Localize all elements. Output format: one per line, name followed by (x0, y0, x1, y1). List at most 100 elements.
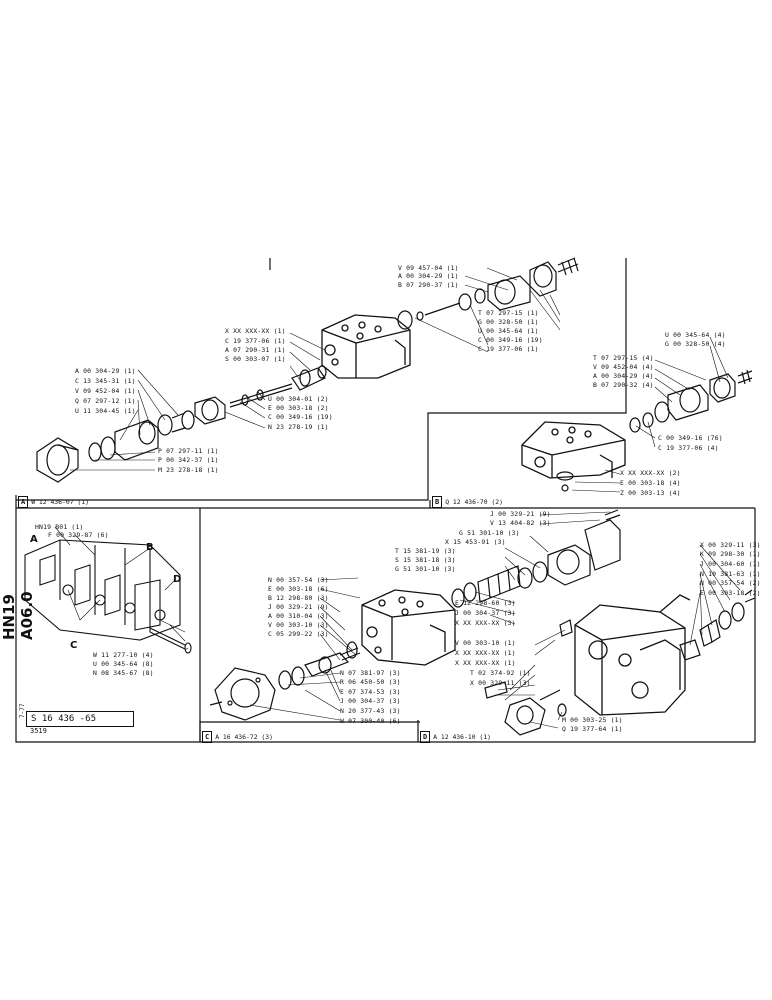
part-label: B 12 298-80 (3) (268, 594, 329, 602)
overview-label: HN19 B01 (1) (35, 523, 84, 531)
overview-letter-d: D (173, 574, 182, 585)
part-label: A 00 304-29 (1) (398, 272, 459, 280)
spool-assembly-C (209, 641, 361, 721)
overview-letter-c: C (70, 640, 78, 651)
part-label: B 07 290-32 (4) (593, 381, 654, 389)
frame-line (15, 508, 756, 743)
panel-c-code: A 16 436-72 (3) (215, 733, 273, 741)
valve-block-A (321, 314, 411, 379)
reference-sub: 3519 (30, 727, 47, 735)
frame-line (15, 495, 755, 509)
valve-block-C (361, 589, 456, 666)
part-label: M 00 303-25 (1) (562, 716, 623, 724)
panel-a-code: W 12 436-07 (1) (31, 498, 89, 506)
part-label: X XX XXX-XX (1) (455, 659, 516, 667)
part-label: R 06 450-50 (3) (340, 678, 401, 686)
overview-label: N 08 345-67 (8) (93, 669, 154, 677)
part-label: X 00 329-11 (3) (470, 679, 531, 687)
part-label: V 09 457-04 (1) (398, 264, 459, 272)
leader-lines (54, 267, 741, 729)
part-label: X 15 453-91 (3) (445, 538, 506, 546)
part-label: E 00 303-18 (2) (700, 589, 761, 597)
part-label: V 00 303-10 (3) (268, 621, 329, 629)
part-label: A 00 304-29 (4) (593, 372, 654, 380)
part-label: Q 07 297-12 (1) (75, 397, 136, 405)
frame-line (199, 721, 420, 742)
side-code: 7-77 (19, 703, 26, 718)
overview-label: U 00 345-64 (8) (93, 660, 154, 668)
valve-block-B (521, 421, 626, 479)
panel-a-letter: A (18, 496, 29, 508)
part-label: J 00 329-21 (9) (268, 603, 329, 611)
part-label: P 00 342-37 (1) (158, 456, 219, 464)
relief-valve-B (556, 369, 753, 492)
part-label: V 13 404-82 (3) (490, 519, 551, 527)
valve-block-D (574, 594, 691, 716)
part-label: E 12 298-60 (3) (455, 599, 516, 607)
part-label: C 13 345-31 (1) (75, 377, 136, 385)
part-label: X 00 329-11 (3) (700, 541, 761, 549)
relief-valve-C (451, 509, 621, 608)
relief-valve-D (484, 589, 756, 736)
part-label: B 07 290-37 (1) (398, 281, 459, 289)
part-label: N 07 381-97 (3) (340, 669, 401, 677)
panel-c-letter: C (202, 731, 213, 743)
part-label: C 19 377-06 (1) (225, 337, 286, 345)
part-label: T 07 297-15 (1) (478, 309, 539, 317)
part-label: S 15 381-18 (3) (395, 556, 456, 564)
part-label: X XX XXX-XX (3) (455, 619, 516, 627)
spool-assembly-A (36, 365, 327, 483)
overview-letter-a: A (30, 534, 38, 545)
part-label: W 07 300-40 (6) (340, 717, 401, 725)
panel-d-letter: D (420, 731, 431, 743)
part-label: C 19 377-06 (4) (658, 444, 719, 452)
part-label: E 00 303-18 (4) (620, 479, 681, 487)
part-label: M 23 278-18 (1) (158, 466, 219, 474)
sheet-title: HN19 A06.0 (0, 591, 36, 640)
frame-line (16, 258, 627, 501)
part-label: Q 19 377-64 (1) (562, 725, 623, 733)
part-label: C 00 349-16 (19) (268, 413, 333, 421)
part-label: E 00 303-18 (2) (268, 404, 329, 412)
part-label: N 23 278-19 (1) (268, 423, 329, 431)
part-label: T 15 381-19 (3) (395, 547, 456, 555)
part-label: T 07 297-15 (4) (593, 354, 654, 362)
part-label: A 07 290-31 (1) (225, 346, 286, 354)
part-label: U 11 304-45 (1) (75, 407, 136, 415)
panel-b-code: Q 12 436-70 (2) (445, 498, 503, 506)
part-label: E 00 303-18 (6) (268, 585, 329, 593)
panel-d-code: A 12 436-10 (1) (433, 733, 491, 741)
part-label: V 09 452-04 (4) (593, 363, 654, 371)
part-label: X XX XXX-XX (2) (620, 469, 681, 477)
part-label: V 00 303-10 (1) (455, 639, 516, 647)
part-label: G 51 301-10 (3) (459, 529, 520, 537)
overview-label: W 11 277-10 (4) (93, 651, 154, 659)
part-label: G 00 328-50 (4) (665, 340, 726, 348)
part-label: S 00 303-07 (1) (225, 355, 286, 363)
overview-label: F 00 329-87 (6) (48, 531, 109, 539)
part-label: N 00 357-54 (2) (700, 579, 761, 587)
part-label: A 00 310-04 (3) (268, 612, 329, 620)
part-label: X XX XXX-XX (1) (225, 327, 286, 335)
part-label: G 51 301-10 (3) (395, 565, 456, 573)
overview-letter-b: B (146, 542, 154, 553)
part-label: U 00 345-64 (1) (478, 327, 539, 335)
part-label: C 00 349-16 (76) (658, 434, 723, 442)
part-label: P 07 297-11 (1) (158, 447, 219, 455)
part-label: T 02 374-92 (1) (470, 669, 531, 677)
part-label: U 00 345-64 (4) (665, 331, 726, 339)
part-label: X XX XXX-XX (1) (455, 649, 516, 657)
relief-valve-A (397, 257, 579, 330)
part-label: C 05 299-22 (3) (268, 630, 329, 638)
part-label: N 20 377-43 (3) (340, 707, 401, 715)
panel-b-letter: B (432, 496, 443, 508)
part-label: N 10 381-63 (1) (700, 570, 761, 578)
reference-number: S 16 436 -65 (26, 711, 134, 727)
part-label: V 09 452-04 (1) (75, 387, 136, 395)
part-label: J 00 304-37 (3) (455, 609, 516, 617)
part-label: J 00 304-60 (1) (700, 560, 761, 568)
